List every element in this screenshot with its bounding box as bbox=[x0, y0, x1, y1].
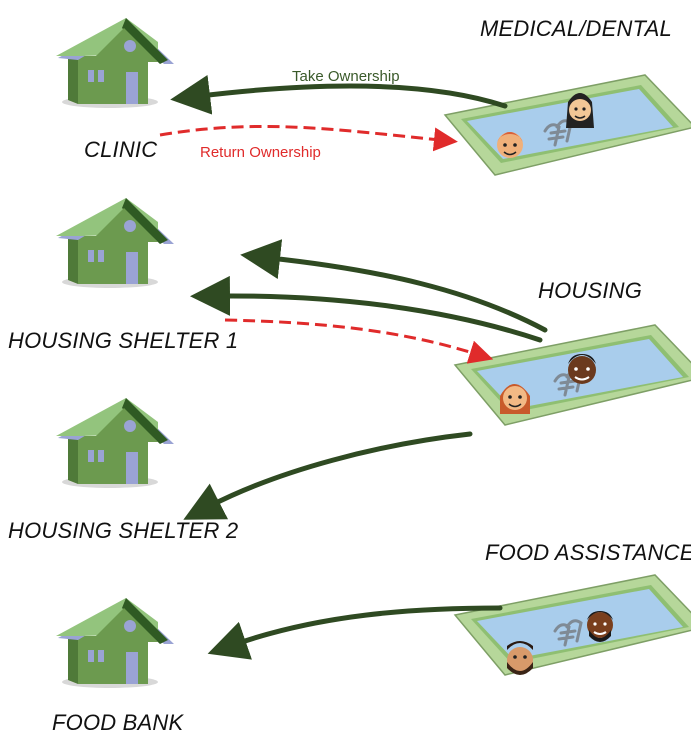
take-ownership-arrow-food-bank bbox=[207, 605, 503, 660]
food-assistance-pool-title: FOOD ASSISTANCE bbox=[485, 540, 691, 565]
take-ownership-arrow-shelter-1-b bbox=[190, 275, 543, 343]
housing-pool-title: HOUSING bbox=[538, 278, 643, 303]
return-ownership-label: Return Ownership bbox=[200, 144, 321, 161]
person-face-icon bbox=[507, 641, 533, 675]
return-ownership-arrow bbox=[159, 124, 458, 152]
take-ownership-arrow-shelter-1-a bbox=[240, 239, 548, 333]
person-face-icon bbox=[587, 611, 613, 642]
take-ownership-arrow bbox=[170, 74, 508, 115]
clinic-house-icon bbox=[56, 18, 174, 108]
food-bank-house-icon bbox=[56, 598, 174, 688]
take-ownership-arrow-shelter-2 bbox=[183, 431, 473, 520]
take-ownership-label: Take Ownership bbox=[292, 68, 400, 85]
person-face-icon bbox=[566, 93, 594, 128]
return-ownership-arrow-shelter-1 bbox=[224, 318, 494, 364]
person-face-icon bbox=[497, 132, 523, 158]
food-bank-label: FOOD BANK bbox=[52, 710, 184, 735]
housing-shelter-2-house-icon bbox=[56, 398, 174, 488]
food-assistance-pool bbox=[453, 573, 691, 677]
housing-shelter-1-label: HOUSING SHELTER 1 bbox=[8, 328, 239, 353]
medical-dental-pool-title: MEDICAL/DENTAL bbox=[480, 16, 672, 41]
housing-shelter-2-label: HOUSING SHELTER 2 bbox=[8, 518, 239, 543]
clinic-label: CLINIC bbox=[84, 137, 158, 162]
person-face-icon bbox=[568, 354, 596, 384]
housing-shelter-1-house-icon bbox=[56, 198, 174, 288]
person-face-icon bbox=[500, 384, 530, 414]
